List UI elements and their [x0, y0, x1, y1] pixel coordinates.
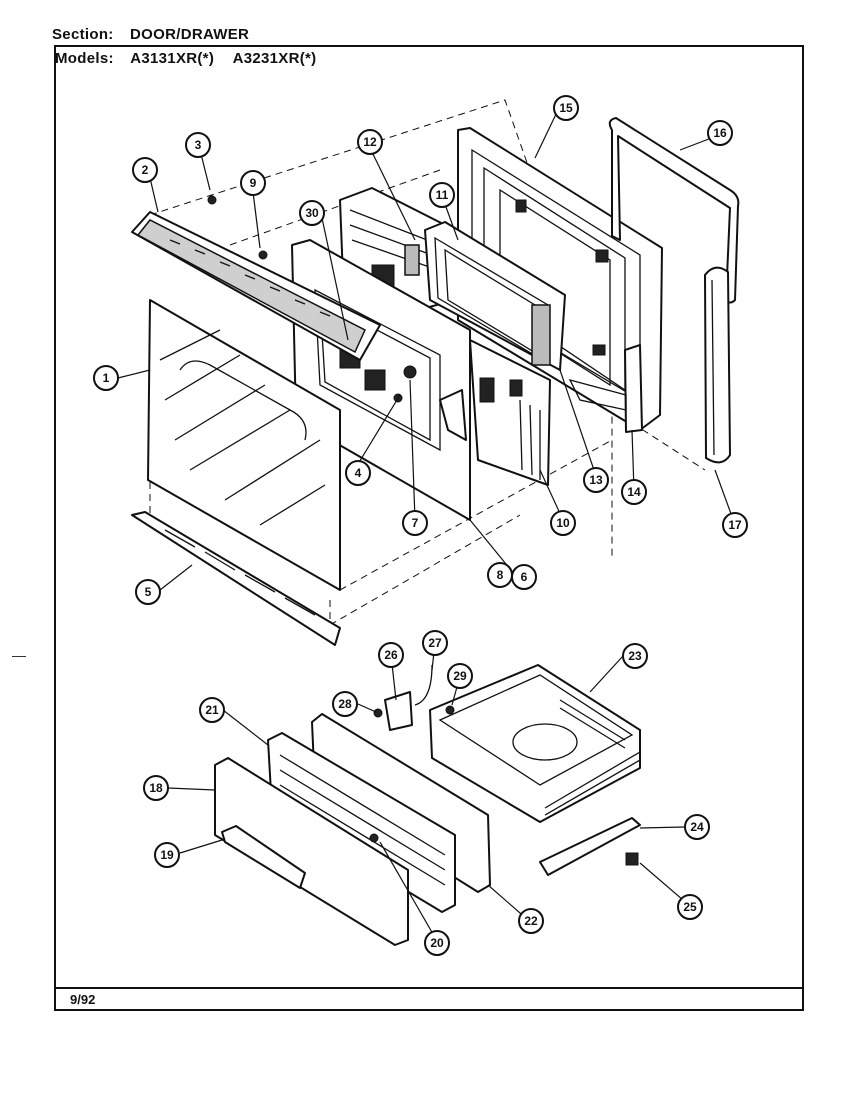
callout-number: 30: [305, 206, 319, 220]
callout-number: 15: [559, 101, 573, 115]
callout-number: 21: [205, 703, 219, 717]
callout-number: 23: [628, 649, 642, 663]
callout-number: 26: [384, 648, 398, 662]
callout-12: 12: [357, 129, 383, 155]
callout-number: 18: [149, 781, 163, 795]
callout-23: 23: [622, 643, 648, 669]
callout-number: 11: [436, 188, 449, 202]
callout-9: 9: [240, 170, 266, 196]
part-hinge: [568, 344, 643, 433]
part-drawer-slide: [539, 817, 641, 876]
part-drawer-front-panel: [214, 757, 409, 946]
section-value: DOOR/DRAWER: [130, 26, 250, 43]
callout-number: 20: [430, 936, 444, 950]
models-label: Models:: [55, 50, 114, 67]
part-bottom-trim: [131, 511, 341, 646]
callout-number: 28: [338, 697, 352, 711]
callout-24: 24: [684, 814, 710, 840]
callout-number: 22: [524, 914, 538, 928]
callout-4: 4: [345, 460, 371, 486]
part-drawer-handle: [221, 825, 306, 889]
callout-7: 7: [402, 510, 428, 536]
callout-number: 19: [160, 848, 174, 862]
footer-divider: [54, 987, 804, 989]
callout-20: 20: [424, 930, 450, 956]
callout-22: 22: [518, 908, 544, 934]
callout-number: 7: [412, 516, 419, 530]
callout-10: 10: [550, 510, 576, 536]
callout-number: 9: [250, 176, 257, 190]
model-2: A3231XR(*): [232, 50, 317, 67]
callout-26: 26: [378, 642, 404, 668]
callout-number: 16: [713, 126, 727, 140]
margin-tick: [12, 656, 26, 657]
callout-17: 17: [722, 512, 748, 538]
callout-25: 25: [677, 894, 703, 920]
callout-27: 27: [422, 630, 448, 656]
models-header: Models: A3131XR(*) A3231XR(*): [55, 50, 316, 67]
diagram-frame: [54, 45, 804, 1011]
callout-number: 8: [497, 568, 504, 582]
callout-number: 6: [521, 570, 528, 584]
part-glass-pack: [424, 221, 566, 371]
callout-15: 15: [553, 95, 579, 121]
callout-number: 2: [142, 163, 149, 177]
callout-number: 1: [103, 371, 110, 385]
callout-2: 2: [132, 157, 158, 183]
callout-number: 25: [683, 900, 697, 914]
section-header: Section: DOOR/DRAWER: [52, 26, 249, 43]
callout-number: 3: [195, 138, 202, 152]
part-door-wiring: [469, 339, 551, 486]
callout-number: 29: [453, 669, 467, 683]
callout-number: 13: [589, 473, 603, 487]
callout-number: 5: [145, 585, 152, 599]
callout-18: 18: [143, 775, 169, 801]
callout-number: 24: [690, 820, 704, 834]
callout-11: 11: [429, 182, 455, 208]
part-roller: [625, 852, 639, 866]
callout-3: 3: [185, 132, 211, 158]
callout-19: 19: [154, 842, 180, 868]
callout-number: 17: [728, 518, 742, 532]
model-1: A3131XR(*): [130, 50, 215, 67]
callout-8: 8: [487, 562, 513, 588]
section-label: Section:: [52, 26, 114, 43]
callout-number: 27: [428, 636, 442, 650]
callout-16: 16: [707, 120, 733, 146]
callout-21: 21: [199, 697, 225, 723]
part-drawer-hardware: [373, 664, 455, 731]
part-outer-door-glass: [147, 299, 341, 591]
part-side-trim: [704, 266, 731, 464]
callout-5: 5: [135, 579, 161, 605]
callout-28: 28: [332, 691, 358, 717]
callout-29: 29: [447, 663, 473, 689]
callout-14: 14: [621, 479, 647, 505]
callout-30: 30: [299, 200, 325, 226]
part-drawer-body: [429, 664, 641, 823]
revision-date: 9/92: [70, 992, 96, 1007]
callout-number: 14: [627, 485, 641, 499]
callout-6: 6: [511, 564, 537, 590]
callout-13: 13: [583, 467, 609, 493]
callout-number: 12: [363, 135, 377, 149]
callout-number: 4: [355, 466, 362, 480]
callout-1: 1: [93, 365, 119, 391]
callout-number: 10: [556, 516, 570, 530]
part-vent-panel: [131, 195, 381, 361]
